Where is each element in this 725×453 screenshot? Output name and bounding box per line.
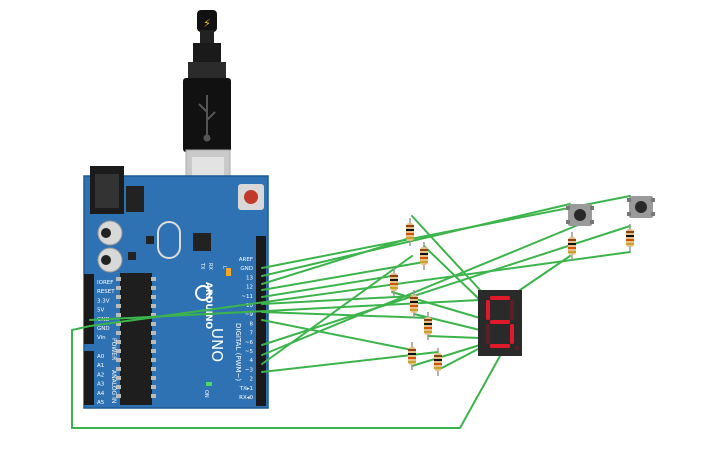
wire[interactable] [261,237,411,285]
arduino-logo [195,285,211,301]
wire[interactable] [261,295,415,305]
digital-pin-label: 13 [246,275,253,281]
digital-pin-label: ~3 [245,367,254,373]
segment-d [490,344,510,348]
segment-e [486,324,490,344]
usb-chip [193,233,211,251]
digital-pin-label: 8 [250,321,254,327]
digital-pin-label: RX◂0 [239,395,253,401]
crystal [157,221,181,259]
led-on [206,382,212,386]
digital-pin-label: ~6 [245,340,254,346]
wire[interactable] [261,224,579,356]
digital-pin-label: ~9 [245,312,254,318]
segment-c [510,324,514,344]
segment-a [490,296,510,300]
resistor[interactable] [434,348,442,376]
wire[interactable] [261,203,571,277]
digital-pin-label: ~11 [241,294,253,300]
digital-pin-label: 4 [250,358,254,364]
digital-pin-label: AREF [239,257,253,263]
power-pin-label: RESET [97,289,115,295]
svg-text:L: L [221,266,227,269]
voltage-regulator [126,186,144,212]
power-pin-label: 5V [97,308,104,314]
wire[interactable] [89,251,631,327]
analog-pin-label: A4 [97,391,105,397]
resistor[interactable] [420,242,428,270]
power-pin-label: GND [97,326,110,332]
power-pin-label: 3.3V [97,298,110,304]
lightning-icon: ⚡ [203,17,211,30]
digital-pin-label: 7 [250,331,254,337]
wire[interactable] [413,313,481,331]
analog-pin-label: A3 [97,382,105,388]
svg-text:TX: TX [199,262,205,270]
digital-pin-label: GND [240,266,253,272]
wire[interactable] [391,291,481,319]
wire[interactable] [427,335,481,339]
led-l [226,268,231,276]
push-button-1[interactable] [566,204,594,226]
power-pin-label: Vin [97,335,106,341]
atmega-chip [120,273,152,405]
wire[interactable] [261,275,393,298]
wire[interactable] [261,319,413,351]
svg-text:RX: RX [207,263,213,270]
usb-icon [198,95,216,142]
analog-pin-label: A1 [97,363,104,369]
segment-b [510,300,514,320]
usb-plug-tip [197,10,217,32]
power-pin-label: IOREF [97,280,113,286]
resistor[interactable] [410,290,418,318]
resistor[interactable] [568,232,576,260]
wire[interactable] [71,325,501,429]
power-label: POWER [110,338,117,360]
arduino-brand: ARDUINO [203,282,213,330]
power-header[interactable] [84,274,94,344]
analog-pin-label: A0 [97,354,105,360]
digital-pin-label: 12 [246,285,253,291]
resistor[interactable] [626,224,634,252]
segment-f [486,300,490,320]
wire[interactable] [437,347,481,371]
push-button-2[interactable] [627,196,655,218]
digital-pin-label: ~10 [241,303,253,309]
seven-segment-display[interactable]: 5 [478,290,522,356]
wire[interactable] [423,245,481,301]
digital-pin-label: ~5 [245,349,254,355]
wire[interactable] [519,255,571,291]
resistor[interactable] [390,268,398,296]
digital-label: DIGITAL (PWM~) [234,323,242,381]
digital-header[interactable] [256,236,266,406]
svg-text:ON: ON [203,390,209,398]
uno-label: UNO [208,328,226,362]
analog-pin-label: A5 [97,400,105,406]
resistors[interactable] [390,218,634,376]
arduino-board[interactable]: IOREF RESET 3.3V 5V GND GND Vin POWER A0A1A2A3… [83,166,269,409]
wire[interactable] [261,255,413,365]
segment-g [490,320,510,324]
digital-pin-label: TX▸1 [239,386,253,392]
wire[interactable] [411,215,481,291]
segment-dp [515,346,519,350]
resistor[interactable] [408,342,416,370]
analog-header[interactable] [84,351,94,405]
wire[interactable] [261,311,429,319]
analog-label: ANALOG IN [110,370,117,403]
wire[interactable] [411,344,481,367]
digital-pin-label: 2 [250,377,254,383]
analog-pin-label: A2 [97,372,104,378]
resistor[interactable] [424,312,432,340]
resistor[interactable] [406,218,414,246]
